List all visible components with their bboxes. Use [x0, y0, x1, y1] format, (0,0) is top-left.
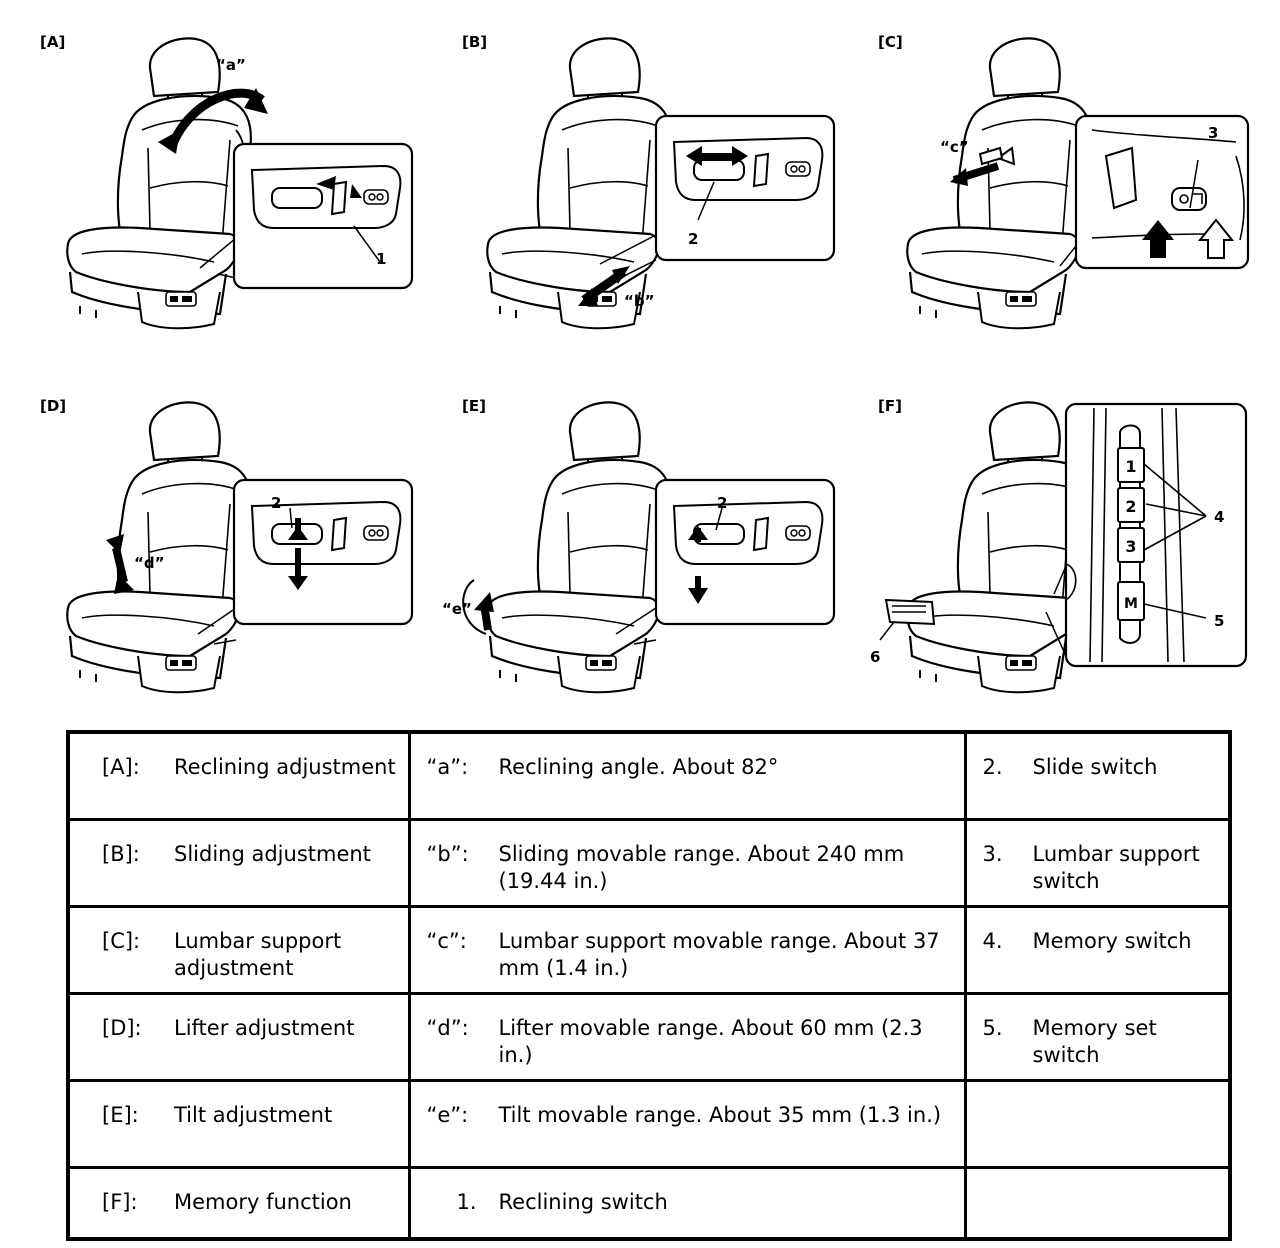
row-panel-id: [B]: — [102, 841, 140, 866]
callout-e: “e” — [442, 600, 472, 618]
panel-c-illustration — [906, 37, 1250, 330]
panel-e-label: [E] — [462, 397, 486, 415]
row-key: “d”: — [426, 1015, 469, 1040]
table-row: [B]: Sliding adjustment “b”: Sliding movabl… — [66, 817, 1232, 908]
switch-cell — [963, 1078, 1232, 1169]
row-key: “a”: — [426, 755, 469, 779]
row-panel-id: [C]: — [102, 928, 141, 953]
row-panel-id: [F]: — [102, 1189, 138, 1214]
row-description: Lumbar support movable range. About 37 m… — [498, 928, 940, 980]
row-key: “c”: — [426, 928, 467, 953]
panel-a: [A] “a” 1 — [30, 30, 430, 360]
callout-d: “d” — [134, 554, 165, 572]
range-cell: “a”: Reclining angle. About 82° — [407, 730, 967, 821]
panel-b: [B] 2 “b” — [450, 30, 850, 360]
panel-b-illustration — [486, 37, 836, 330]
panel-e-illustration — [462, 401, 836, 694]
row-description: Sliding movable range. About 240 mm (19.… — [498, 841, 905, 893]
adjustment-cell: [B]: Sliding adjustment — [66, 817, 411, 908]
panel-f-label: [F] — [878, 397, 902, 415]
row-description: Memory function — [174, 1189, 352, 1214]
range-cell: “d”: Lifter movable range. About 60 mm (2… — [407, 991, 967, 1082]
row-description: Lumbar support switch — [1032, 841, 1200, 893]
row-description: Lifter adjustment — [174, 1015, 355, 1040]
panel-b-label: [B] — [462, 33, 488, 51]
row-description: Reclining switch — [498, 1189, 668, 1214]
panel-f-illustration: 1 2 3 M — [879, 401, 1248, 694]
row-description: Memory switch — [1032, 928, 1192, 953]
panel-c-label: [C] — [878, 33, 903, 51]
row-description: Reclining adjustment — [174, 755, 396, 779]
spec-table: [A]: Reclining adjustment “a”: Reclining an… — [66, 730, 1232, 1241]
row-key: “b”: — [426, 841, 469, 866]
callout-5: 5 — [1214, 612, 1225, 630]
range-cell: “e”: Tilt movable range. About 35 mm (1.3… — [407, 1078, 967, 1169]
row-key: 4. — [982, 928, 1003, 953]
adjustment-cell: [E]: Tilt adjustment — [66, 1078, 411, 1169]
switch-cell: 4. Memory switch — [963, 904, 1232, 995]
callout-6: 6 — [870, 648, 881, 666]
table-row: [F]: Memory function 1. Reclining switch — [66, 1165, 1232, 1241]
adjustment-cell: [C]: Lumbar support adjustment — [66, 904, 411, 995]
range-cell: “c”: Lumbar support movable range. About … — [407, 904, 967, 995]
callout-b: “b” — [624, 292, 655, 310]
memory-button-1: 1 — [1125, 457, 1136, 476]
row-key: 1. — [456, 1189, 477, 1214]
adjustment-cell: [F]: Memory function — [66, 1165, 411, 1241]
callout-3: 3 — [1208, 124, 1219, 142]
row-panel-id: [E]: — [102, 1102, 139, 1127]
row-key: 3. — [982, 841, 1003, 866]
adjustment-cell: [A]: Reclining adjustment — [66, 730, 411, 821]
table-row: [E]: Tilt adjustment “e”: Tilt movable rang… — [66, 1078, 1232, 1169]
panel-f: 1 2 3 M [F] 6 4 5 — [870, 394, 1270, 724]
switch-cell: 5. Memory set switch — [963, 991, 1232, 1082]
panel-a-label: [A] — [40, 33, 66, 51]
callout-2-b: 2 — [688, 230, 699, 248]
switch-cell: 2. Slide switch — [963, 730, 1232, 821]
panel-d: [D] “d” 2 — [30, 394, 430, 724]
callout-a: “a” — [216, 56, 246, 74]
range-cell: 1. Reclining switch — [407, 1165, 967, 1241]
seat-adjustment-figure: [A] “a” 1 [B] 2 “b” — [30, 30, 1270, 694]
memory-button-2: 2 — [1125, 497, 1136, 516]
row-description: Slide switch — [1032, 755, 1158, 779]
memory-set-button: M — [1124, 596, 1138, 612]
callout-2-e: 2 — [717, 494, 728, 512]
row-description: Tilt movable range. About 35 mm (1.3 in.… — [498, 1102, 942, 1127]
table-row: [A]: Reclining adjustment “a”: Reclining an… — [66, 730, 1232, 821]
panel-d-label: [D] — [40, 397, 67, 415]
row-key: 5. — [982, 1015, 1003, 1040]
row-description: Tilt adjustment — [174, 1102, 333, 1127]
row-panel-id: [D]: — [102, 1015, 142, 1040]
callout-4: 4 — [1214, 508, 1225, 526]
range-cell: “b”: Sliding movable range. About 240 mm … — [407, 817, 967, 908]
switch-cell — [963, 1165, 1232, 1241]
adjustment-cell: [D]: Lifter adjustment — [66, 991, 411, 1082]
row-description: Memory set switch — [1032, 1015, 1157, 1067]
panel-e: [E] “e” 2 — [442, 394, 850, 724]
memory-button-3: 3 — [1125, 537, 1136, 556]
switch-cell: 3. Lumbar support switch — [963, 817, 1232, 908]
panel-a-illustration — [66, 37, 414, 330]
panel-d-illustration — [66, 401, 414, 694]
row-description: Sliding adjustment — [174, 841, 371, 866]
table-row: [D]: Lifter adjustment “d”: Lifter movable … — [66, 991, 1232, 1082]
callout-2-d: 2 — [271, 494, 282, 512]
panel-c: [C] “c” 3 — [870, 30, 1270, 360]
row-key: “e”: — [426, 1102, 469, 1127]
row-panel-id: [A]: — [102, 755, 140, 779]
table-row: [C]: Lumbar support adjustment “c”: Lumbar … — [66, 904, 1232, 995]
callout-1: 1 — [376, 250, 387, 268]
row-description: Lifter movable range. About 60 mm (2.3 i… — [498, 1015, 923, 1067]
row-description: Lumbar support adjustment — [174, 928, 342, 980]
callout-c: “c” — [940, 138, 969, 156]
row-key: 2. — [982, 755, 1003, 779]
row-description: Reclining angle. About 82° — [498, 755, 779, 779]
